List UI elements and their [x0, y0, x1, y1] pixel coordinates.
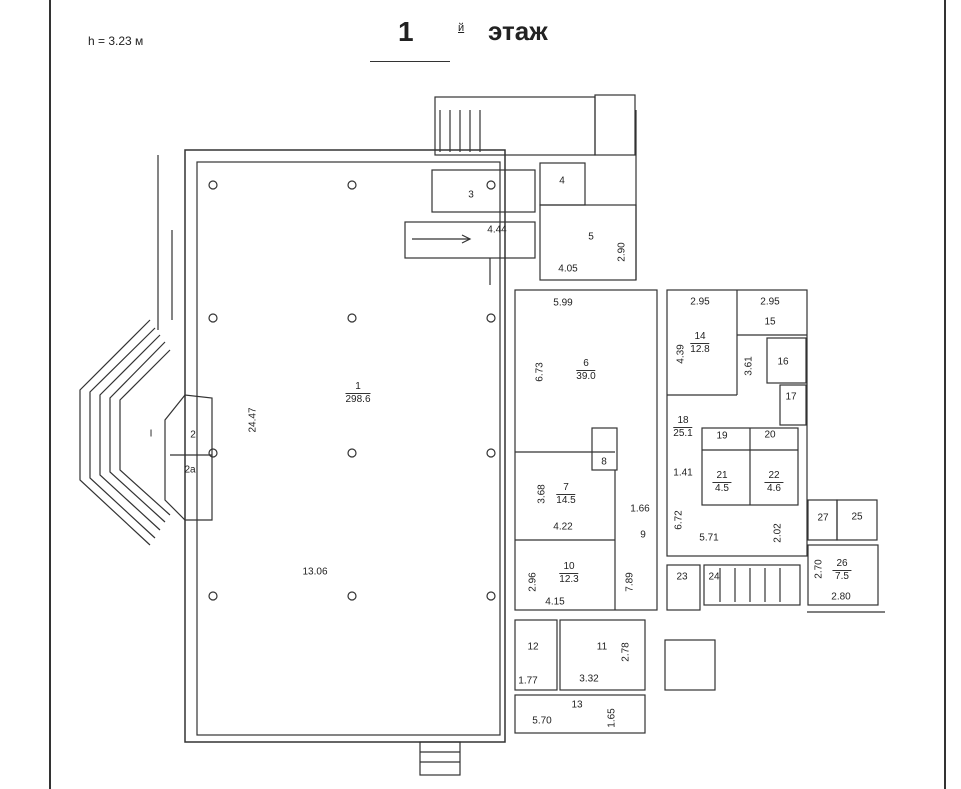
room-13-dim-2: 1.65 [606, 708, 618, 728]
room-15-label: 15 [764, 316, 776, 328]
room-number: 26 [832, 558, 852, 571]
main-hall-walls [157, 149, 506, 743]
room-18-dim-4: 2.02 [772, 523, 784, 543]
east-block-walls [514, 289, 885, 734]
room-11-label: 11 [596, 641, 608, 653]
room-number: 1 [345, 381, 371, 394]
room-6-dim-1: 5.99 [553, 297, 573, 309]
room-13-label: 13 [571, 699, 583, 711]
room-area: 4.6 [767, 483, 781, 494]
room-26-dim-2: 2.80 [831, 591, 851, 603]
room-5-label: 5 [588, 231, 594, 243]
room-24-label: 24 [708, 571, 720, 583]
room-11-dim-1: 3.32 [579, 673, 599, 685]
column-icon [208, 180, 218, 190]
room-number: 21 [712, 470, 732, 483]
room-12-label: 12 [527, 641, 539, 653]
entrance-label: I [149, 428, 153, 440]
room-area: 12.3 [559, 574, 579, 585]
room-10-dim-2: 4.15 [545, 596, 565, 608]
room-14-dim-1: 2.95 [690, 296, 710, 308]
room-2a-label: 2а [184, 464, 196, 476]
ceiling-height-label: h = 3.23 м [88, 34, 144, 48]
room-number: 18 [673, 415, 693, 428]
room-8-label: 8 [601, 456, 607, 468]
room-10-dim-1: 2.96 [527, 572, 539, 592]
column-icon [486, 313, 496, 323]
room-26-dim-1: 2.70 [813, 559, 825, 579]
room-15-dim-1: 2.95 [760, 296, 780, 308]
room-18-dim-3: 5.71 [699, 532, 719, 544]
room-4-label: 4 [559, 175, 565, 187]
room-number: 6 [576, 358, 596, 371]
column-icon [208, 313, 218, 323]
room-area: 39.0 [576, 371, 596, 382]
column-icon [208, 448, 218, 458]
south-stair [419, 741, 461, 776]
north-annex-walls [404, 94, 637, 285]
room-5-dim-1: 4.05 [558, 263, 578, 275]
room-3-label: 3 [468, 189, 474, 201]
room-19-label: 19 [716, 430, 728, 442]
column-icon [208, 591, 218, 601]
floor-word: этаж [488, 16, 548, 46]
room-1-width: 13.06 [302, 566, 328, 578]
title-underline [370, 61, 450, 62]
room-6-dim-2: 6.73 [534, 362, 546, 382]
room-area: 7.5 [835, 571, 849, 582]
room-1-length: 24.47 [247, 407, 259, 433]
room-5-dim-2: 2.90 [616, 242, 628, 262]
room-number: 7 [556, 482, 576, 495]
columns [208, 180, 496, 601]
room-27-label: 27 [817, 512, 829, 524]
floor-number: 1 [398, 16, 414, 47]
room-14-dim-2: 4.39 [675, 344, 687, 364]
room-16-dim-1: 3.61 [743, 356, 755, 376]
room-9-dim-2: 7.89 [624, 572, 636, 592]
room-25-label: 25 [851, 511, 863, 523]
column-icon [347, 180, 357, 190]
corridor-dim: 4.44 [487, 224, 507, 236]
room-18-dim-1: 1.41 [673, 467, 693, 479]
column-icon [347, 313, 357, 323]
room-area: 4.5 [715, 483, 729, 494]
column-icon [486, 591, 496, 601]
room-number: 14 [690, 331, 710, 344]
room-area: 298.6 [345, 394, 371, 405]
room-20-label: 20 [764, 429, 776, 441]
room-area: 12.8 [690, 344, 710, 355]
column-icon [347, 591, 357, 601]
room-area: 25.1 [673, 428, 693, 439]
room-number: 22 [764, 470, 784, 483]
room-18-dim-2: 6.72 [673, 510, 685, 530]
column-icon [347, 448, 357, 458]
room-9-dim-1: 1.66 [630, 503, 650, 515]
room-11-dim-2: 2.78 [620, 642, 632, 662]
entrance-stairs [79, 319, 213, 546]
room-12-dim-1: 1.77 [518, 675, 538, 687]
room-9-label: 9 [640, 529, 646, 541]
room-7-dim-2: 4.22 [553, 521, 573, 533]
room-17-label: 17 [785, 391, 797, 403]
room-13-dim-1: 5.70 [532, 715, 552, 727]
room-23-label: 23 [676, 571, 688, 583]
column-icon [486, 448, 496, 458]
floor-suffix: й [458, 22, 465, 34]
room-2-label: 2 [190, 429, 196, 441]
room-7-dim-1: 3.68 [536, 484, 548, 504]
room-area: 14.5 [556, 495, 576, 506]
room-number: 10 [559, 561, 579, 574]
room-16-label: 16 [777, 356, 789, 368]
column-icon [486, 180, 496, 190]
